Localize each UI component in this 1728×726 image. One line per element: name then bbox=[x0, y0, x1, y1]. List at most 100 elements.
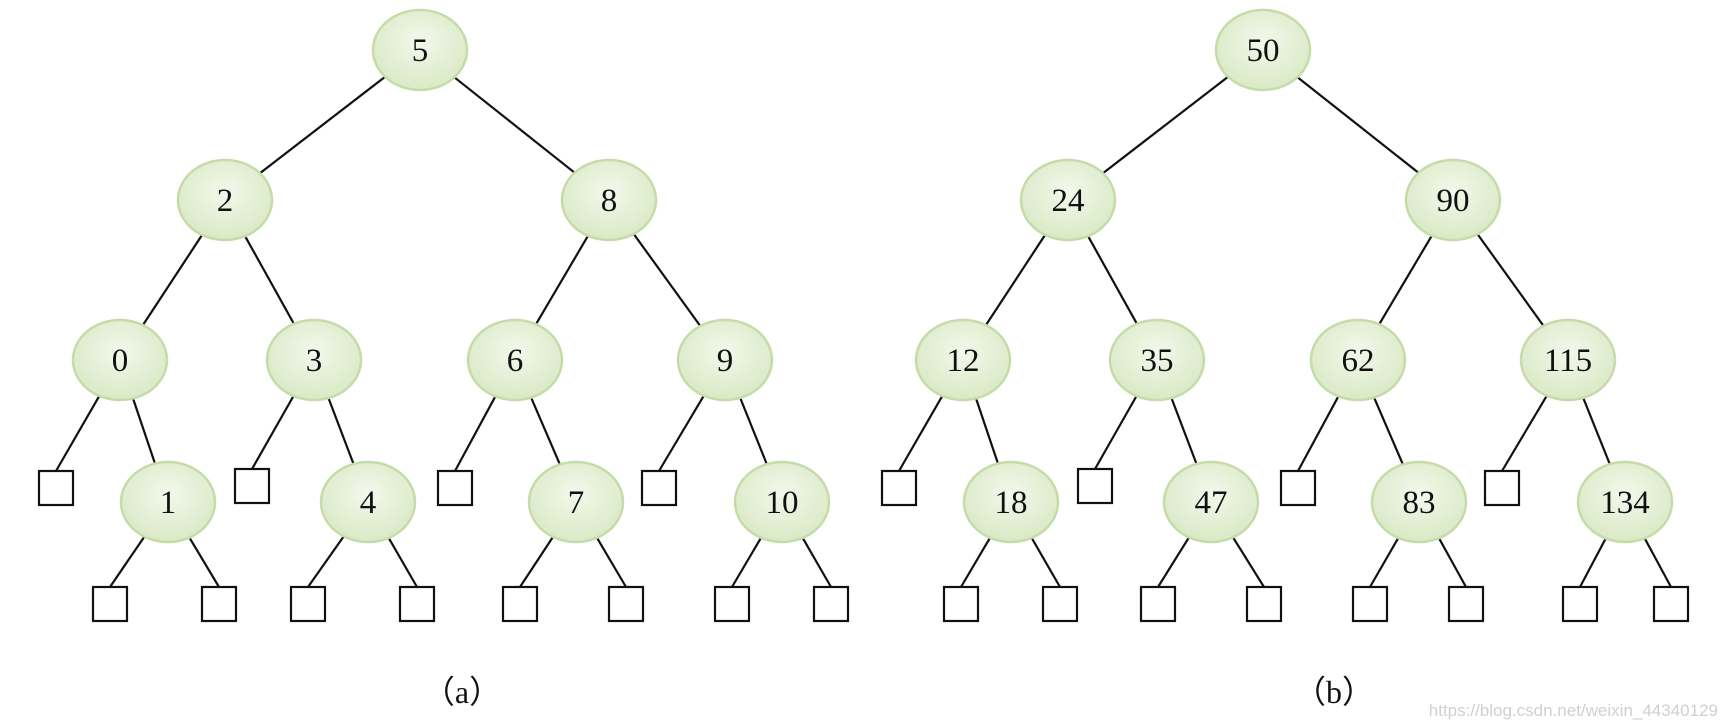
tree-b-edge bbox=[1373, 397, 1404, 465]
tree-b-node-ellipse bbox=[1108, 318, 1206, 402]
tree-b-null-leaf bbox=[1245, 585, 1283, 623]
tree-b-edge bbox=[1030, 537, 1061, 588]
tree-b-node-label: 24 bbox=[1052, 183, 1085, 219]
tree-a-edge bbox=[519, 536, 554, 588]
tree-b-edge bbox=[1297, 395, 1340, 472]
tree-b-node-label: 47 bbox=[1195, 485, 1228, 521]
tree-b-node-ellipse bbox=[914, 318, 1012, 402]
tree-b-edge bbox=[974, 398, 1000, 464]
tree-a-edge bbox=[251, 395, 295, 470]
tree-b-node: 90 bbox=[1404, 158, 1502, 242]
tree-a-node: 4 bbox=[319, 460, 417, 544]
tree-b-null-leaf bbox=[1483, 469, 1521, 507]
tree-b-node-ellipse bbox=[1309, 318, 1407, 402]
tree-a-null-leaf bbox=[289, 585, 327, 623]
tree-a-node-label: 9 bbox=[717, 343, 734, 379]
tree-a-null-leaf bbox=[640, 469, 678, 507]
tree-b-node-ellipse bbox=[1404, 158, 1502, 242]
tree-b-null-leaf bbox=[1351, 585, 1389, 623]
tree-b-node-ellipse bbox=[962, 460, 1060, 544]
tree-b-null-leaf bbox=[880, 469, 918, 507]
caption-tree-b: （b） bbox=[1294, 674, 1374, 710]
tree-a-edge bbox=[739, 397, 768, 465]
tree-b-edge bbox=[1157, 536, 1190, 588]
edges-layer bbox=[55, 75, 1672, 588]
tree-a-node: 0 bbox=[71, 318, 169, 402]
tree-a-null-leaf bbox=[37, 469, 75, 507]
tree-a-node-ellipse bbox=[527, 460, 625, 544]
tree-a-null-leaf bbox=[713, 585, 751, 623]
caption-tree-a: （a） bbox=[423, 674, 501, 710]
watermark-text: https://blog.csdn.net/weixin_44340129 bbox=[1429, 701, 1718, 720]
tree-a-edge bbox=[188, 537, 220, 588]
tree-a-node-ellipse bbox=[176, 158, 274, 242]
tree-b-edge bbox=[1501, 395, 1548, 472]
tree-b-edge bbox=[1369, 537, 1400, 588]
tree-a-node-label: 10 bbox=[766, 485, 799, 521]
tree-a-null-leaf bbox=[200, 585, 238, 623]
tree-b-null-leaf bbox=[1041, 585, 1079, 623]
tree-a-edge bbox=[632, 233, 702, 327]
tree-a-edge bbox=[453, 76, 576, 174]
tree-b-edge bbox=[1476, 233, 1545, 327]
tree-b-node-label: 18 bbox=[995, 485, 1028, 521]
tree-a-null-leaf bbox=[233, 467, 271, 505]
tree-a-node-ellipse bbox=[265, 318, 363, 402]
tree-a-edge bbox=[327, 397, 355, 465]
tree-a-edge bbox=[530, 397, 561, 465]
tree-b-null-leaf bbox=[1076, 467, 1114, 505]
tree-a-node-label: 0 bbox=[112, 343, 129, 379]
tree-b-edge bbox=[898, 395, 944, 472]
tree-b-edge bbox=[1170, 397, 1198, 465]
tree-b-edge bbox=[1232, 536, 1265, 588]
tree-b-node-ellipse bbox=[1162, 460, 1260, 544]
tree-a-node-ellipse bbox=[71, 318, 169, 402]
tree-a-node-ellipse bbox=[676, 318, 774, 402]
tree-a-edge bbox=[131, 398, 157, 464]
tree-a-node-ellipse bbox=[319, 460, 417, 544]
tree-b-null-leaf bbox=[1447, 585, 1485, 623]
tree-b-node: 12 bbox=[914, 318, 1012, 402]
tree-b-node-label: 35 bbox=[1141, 343, 1174, 379]
tree-b-node-label: 134 bbox=[1600, 485, 1650, 521]
tree-a-null-leaf bbox=[91, 585, 129, 623]
tree-b-node-ellipse bbox=[1370, 460, 1468, 544]
tree-a-node: 5 bbox=[371, 8, 469, 92]
tree-b-node-label: 62 bbox=[1342, 343, 1375, 379]
tree-b-null-leaf bbox=[1279, 469, 1317, 507]
captions-layer: （a） （b） bbox=[423, 674, 1374, 710]
tree-a-node: 10 bbox=[733, 460, 831, 544]
tree-a-node-ellipse bbox=[466, 318, 564, 402]
tree-b-node-label: 90 bbox=[1437, 183, 1470, 219]
tree-a-node-label: 3 bbox=[306, 343, 323, 379]
tree-b-node-ellipse bbox=[1576, 460, 1674, 544]
tree-a-edge bbox=[55, 395, 101, 472]
tree-a-node-label: 4 bbox=[360, 485, 377, 521]
tree-b-edge bbox=[1102, 75, 1229, 175]
tree-a-node-label: 1 bbox=[160, 485, 177, 521]
tree-a-node-ellipse bbox=[371, 8, 469, 92]
tree-a-edge bbox=[596, 537, 627, 588]
tree-a-node-ellipse bbox=[733, 460, 831, 544]
tree-b-null-leaf bbox=[1652, 585, 1690, 623]
tree-a-node: 2 bbox=[176, 158, 274, 242]
tree-b-node-ellipse bbox=[1019, 158, 1117, 242]
tree-b-node: 115 bbox=[1519, 318, 1617, 402]
tree-b-node-label: 12 bbox=[947, 343, 980, 379]
tree-b-node: 62 bbox=[1309, 318, 1407, 402]
tree-b-node: 83 bbox=[1370, 460, 1468, 544]
tree-a-edge bbox=[307, 535, 345, 588]
tree-b-node: 18 bbox=[962, 460, 1060, 544]
tree-a-node: 8 bbox=[560, 158, 658, 242]
tree-a-edge bbox=[141, 234, 204, 326]
tree-b-null-leaf bbox=[1139, 585, 1177, 623]
tree-a-node-label: 8 bbox=[601, 183, 618, 219]
tree-b-node-label: 83 bbox=[1403, 485, 1436, 521]
tree-a-node: 1 bbox=[119, 460, 217, 544]
tree-b-edge bbox=[1582, 397, 1611, 465]
tree-a-edge bbox=[454, 395, 497, 472]
tree-b-null-leaf bbox=[1561, 585, 1599, 623]
tree-a-node: 6 bbox=[466, 318, 564, 402]
tree-b-edge bbox=[1643, 537, 1672, 588]
